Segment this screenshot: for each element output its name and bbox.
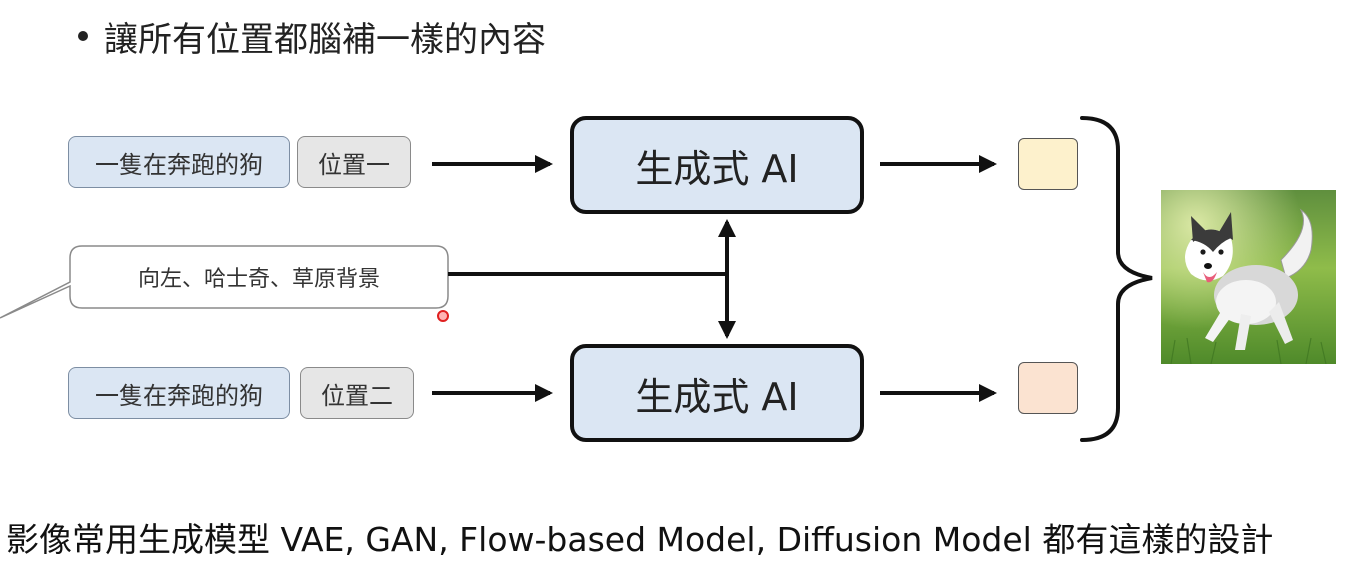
bottom-caption-text: 影像常用生成模型 VAE, GAN, Flow-based Model, Dif…: [6, 520, 1274, 559]
output-patch-top: [1018, 138, 1078, 190]
prompt-box-bottom: 一隻在奔跑的狗: [68, 367, 290, 419]
bottom-caption: 影像常用生成模型 VAE, GAN, Flow-based Model, Dif…: [6, 512, 1346, 562]
prompt-box-top: 一隻在奔跑的狗: [68, 136, 290, 188]
bullet-icon: [78, 31, 88, 41]
husky-running-image: [1161, 190, 1336, 364]
generative-ai-box-bottom: 生成式 AI: [570, 344, 864, 442]
position-box-bottom: 位置二: [300, 367, 414, 419]
speech-bubble-outline: [0, 245, 449, 319]
generative-ai-box-bottom-text: 生成式 AI: [635, 374, 799, 419]
generative-ai-box-top: 生成式 AI: [570, 116, 864, 214]
position-box-top: 位置一: [297, 136, 411, 188]
prompt-box-bottom-text: 一隻在奔跑的狗: [95, 381, 263, 410]
generative-ai-box-top-text: 生成式 AI: [635, 146, 799, 191]
prompt-box-top-text: 一隻在奔跑的狗: [95, 150, 263, 179]
slide-heading-text: 讓所有位置都腦補一樣的內容: [104, 19, 546, 60]
output-patch-bottom: [1018, 362, 1078, 414]
curly-brace: [1080, 116, 1153, 442]
pointer-dot: [437, 310, 449, 322]
position-box-bottom-text: 位置二: [321, 381, 393, 410]
position-box-top-text: 位置一: [318, 150, 390, 179]
slide-heading: 讓所有位置都腦補一樣的內容: [78, 8, 546, 64]
shared-condition-bubble: 向左、哈士奇、草原背景: [70, 246, 448, 308]
shared-condition-text: 向左、哈士奇、草原背景: [137, 267, 380, 292]
